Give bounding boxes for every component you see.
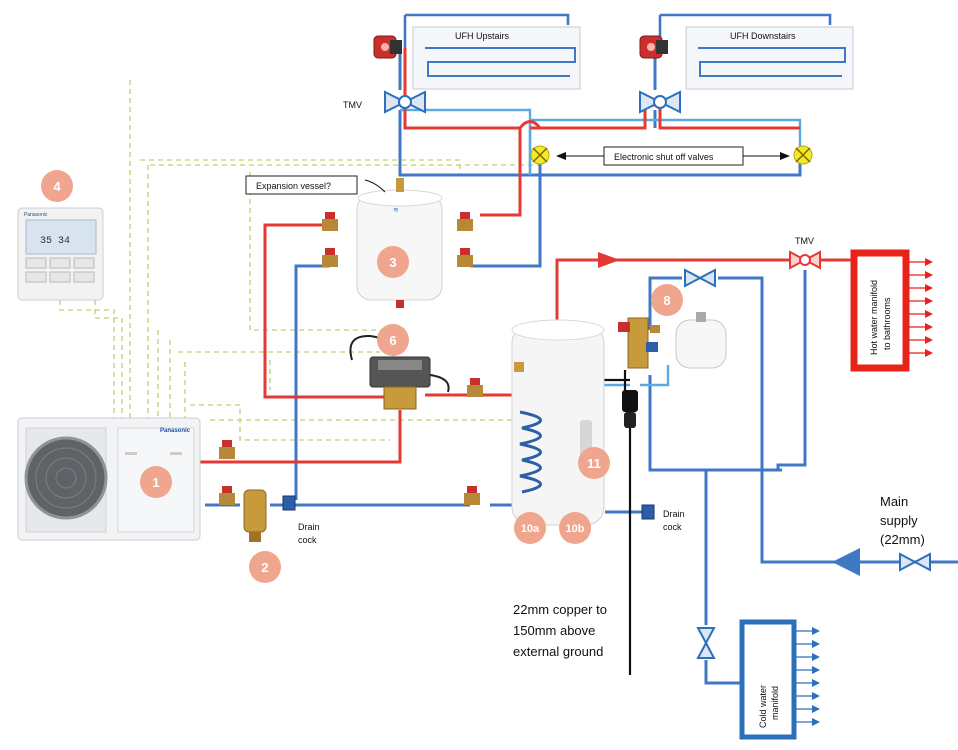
main-supply-line-2: supply: [880, 513, 918, 528]
copper-line-1: 22mm copper to: [513, 602, 607, 617]
pump-downstairs: [639, 35, 668, 59]
electronic-valve-left: [530, 145, 550, 165]
copper-line-2: 150mm above: [513, 623, 595, 638]
badge-2: 2: [249, 551, 281, 583]
main-supply-line-1: Main: [880, 494, 908, 509]
badge-4: 4: [41, 170, 73, 202]
tmv-valve-upstairs: TMV: [343, 90, 426, 114]
buffer-vessel: ≋: [356, 178, 443, 308]
ufh-downstairs: UFH Downstairs: [658, 13, 854, 90]
unvented-kit: [618, 317, 660, 369]
hot-manifold-label-1: Hot water manifold: [869, 280, 879, 355]
badge-1: 1: [140, 466, 172, 498]
hot-water-cylinder: [511, 319, 605, 526]
hot-water-manifold: Hot water manifold to bathrooms: [850, 249, 933, 372]
controller-display: 35 34: [40, 236, 70, 247]
wall-controller: Panasonic 35 34: [17, 207, 104, 301]
main-supply-label: Main supply (22mm): [880, 494, 925, 547]
svg-text:3: 3: [389, 255, 396, 270]
badge-10b: 10b: [559, 512, 591, 544]
diverter-valve: [349, 334, 450, 410]
tmv-hot-label: TMV: [795, 236, 814, 246]
drain-cock-1-label: Drain: [298, 522, 320, 532]
ufh-upstairs-label: UFH Upstairs: [455, 31, 510, 41]
magnetic-filter: [243, 489, 267, 542]
heat-pump-outdoor-unit: Panasonic: [17, 417, 201, 541]
main-supply-valve: [899, 552, 931, 572]
electronic-valves-callout: Electronic shut off valves: [556, 146, 790, 166]
control-wiring: [59, 80, 540, 441]
hot-outlet-arrow: [598, 252, 620, 268]
heat-pump-brand: Panasonic: [160, 428, 191, 434]
drain-cock-2: Drain cock: [641, 504, 685, 532]
gate-valve: [219, 440, 235, 459]
drain-cock-2-label-2: cock: [663, 522, 682, 532]
ufh-upstairs: UFH Upstairs: [403, 13, 581, 90]
tundish: [622, 390, 638, 428]
tmv-valve-downstairs: [639, 90, 681, 114]
svg-text:4: 4: [53, 179, 61, 194]
ufh-downstairs-label: UFH Downstairs: [730, 31, 796, 41]
cold-feed-valve: [684, 268, 716, 288]
ufh-upstairs-zone: [412, 26, 581, 90]
svg-text:10a: 10a: [521, 523, 540, 535]
pump-upstairs: [373, 35, 402, 59]
gate-valve: [464, 486, 480, 505]
drain-cock-1-label-2: cock: [298, 535, 317, 545]
badge-10a: 10a: [514, 512, 546, 544]
svg-text:1: 1: [152, 475, 159, 490]
expansion-vessel-label: Expansion vessel?: [256, 181, 331, 191]
badge-11: 11: [578, 447, 610, 479]
cold-feed-valve-2: [696, 627, 716, 659]
drain-cock-2-label: Drain: [663, 509, 685, 519]
svg-text:≋: ≋: [393, 207, 399, 214]
controller-brand: Panasonic: [24, 212, 48, 218]
gate-valve: [457, 248, 473, 267]
hot-manifold-label-2: to bathrooms: [882, 297, 892, 350]
gate-valve: [322, 212, 338, 231]
svg-text:8: 8: [663, 293, 670, 308]
electronic-valve-right: [793, 145, 813, 165]
cold-manifold-label-1: Cold water: [758, 685, 768, 728]
cold-water-manifold: Cold water manifold: [739, 619, 820, 740]
gate-valve: [219, 486, 235, 505]
main-supply-line-3: (22mm): [880, 532, 925, 547]
drain-cock-1: Drain cock: [282, 495, 320, 545]
gate-valve: [457, 212, 473, 231]
badges: 1 2 3 4 6 8 10a 10b 11: [41, 170, 683, 583]
svg-text:6: 6: [389, 333, 396, 348]
tmv-hot-valve: TMV: [789, 236, 821, 270]
gate-valve: [467, 378, 483, 397]
ufh-downstairs-zone: [685, 26, 854, 90]
badge-8: 8: [651, 284, 683, 316]
svg-text:11: 11: [587, 456, 601, 471]
badge-6: 6: [377, 324, 409, 356]
cold-manifold-label-2: manifold: [770, 686, 780, 720]
badge-3: 3: [377, 246, 409, 278]
copper-pipe-note: 22mm copper to 150mm above external grou…: [513, 602, 607, 659]
main-supply-arrow: [832, 548, 860, 576]
gate-valves: [219, 212, 483, 505]
electronic-valves-label: Electronic shut off valves: [614, 152, 714, 162]
svg-text:10b: 10b: [566, 523, 585, 535]
potable-expansion-vessel: [675, 312, 727, 369]
copper-line-3: external ground: [513, 644, 603, 659]
gate-valve: [322, 248, 338, 267]
svg-text:2: 2: [261, 560, 268, 575]
tmv-left-label: TMV: [343, 100, 362, 110]
expansion-vessel-callout: Expansion vessel?: [245, 175, 386, 195]
